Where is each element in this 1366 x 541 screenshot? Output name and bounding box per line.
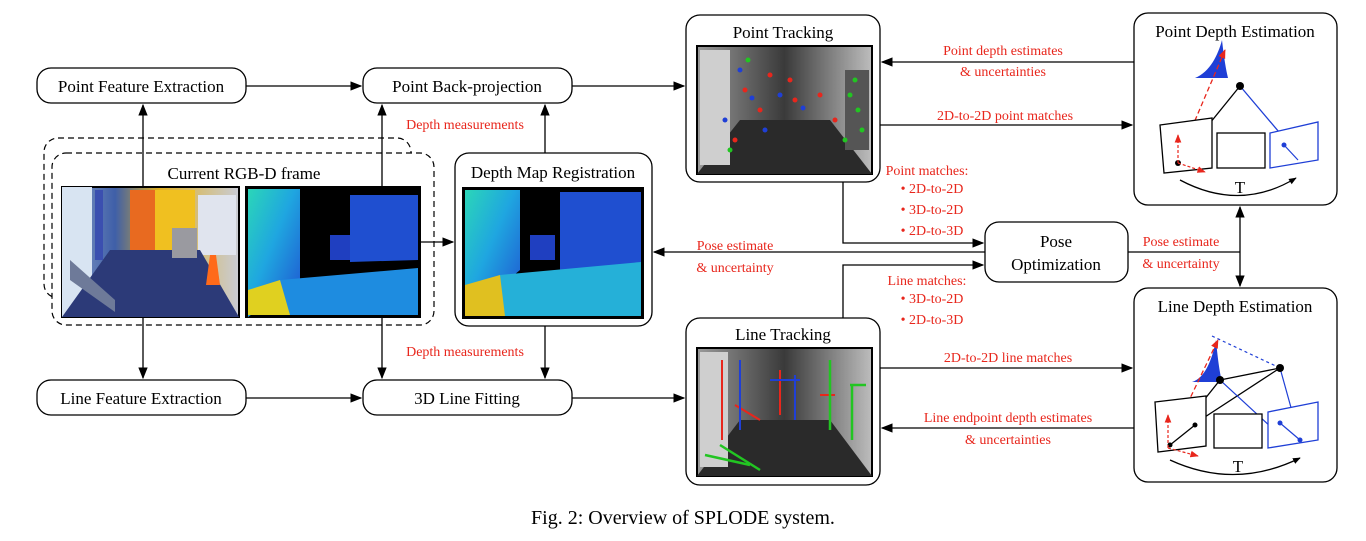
line-tracking-image	[696, 347, 873, 477]
figure-caption: Fig. 2: Overview of SPLODE system.	[531, 507, 835, 529]
line-endpoint-label-1: Line endpoint depth estimates	[924, 411, 1092, 426]
current-rgbd-frame-label: Current RGB-D frame	[168, 164, 321, 183]
point-matches-item-2: • 3D-to-2D	[901, 203, 964, 218]
point-tracking-label: Point Tracking	[733, 23, 834, 42]
rgb-image	[61, 186, 240, 318]
point-matches-title: Point matches:	[886, 164, 969, 179]
point-matches-item-3: • 2D-to-3D	[901, 224, 964, 239]
arrow-point-tracking-to-pose	[842, 182, 985, 248]
point-back-projection-label: Point Back-projection	[392, 77, 542, 96]
line-matches-title: Line matches:	[888, 274, 967, 289]
point-depth-estimation-box	[1133, 12, 1338, 206]
point-matches-2d2d-label: 2D-to-2D point matches	[937, 109, 1073, 124]
line-matches-2d2d-label: 2D-to-2D line matches	[944, 351, 1072, 366]
pose-estimate-right-label-1: Pose estimate	[1143, 235, 1220, 250]
pose-estimate-right-label-2: & uncertainty	[1142, 257, 1219, 272]
depth-image	[245, 186, 421, 318]
point-transform-label: T	[1235, 178, 1246, 197]
point-matches-item-1: • 2D-to-2D	[901, 182, 964, 197]
line-fitting-label: 3D Line Fitting	[414, 389, 520, 408]
line-depth-geometry-illustration: T	[1154, 335, 1319, 476]
line-depth-estimation-label: Line Depth Estimation	[1158, 297, 1313, 316]
line-transform-label: T	[1233, 457, 1244, 476]
point-feature-extraction-label: Point Feature Extraction	[58, 77, 225, 96]
pose-optimization-label-line1: Pose	[1040, 232, 1072, 251]
depth-measurements-top-label: Depth measurements	[406, 118, 524, 133]
depth-measurements-bottom-label: Depth measurements	[406, 345, 524, 360]
line-matches-item-2: • 2D-to-3D	[901, 313, 964, 328]
line-feature-extraction-label: Line Feature Extraction	[60, 389, 222, 408]
point-depth-label-1: Point depth estimates	[943, 44, 1063, 59]
registered-depth-image	[462, 187, 644, 319]
line-tracking-label: Line Tracking	[735, 325, 831, 344]
point-depth-geometry-illustration: T	[1159, 40, 1319, 197]
line-matches-item-1: • 3D-to-2D	[901, 292, 964, 307]
point-tracking-image	[696, 45, 873, 175]
arrow-line-tracking-to-pose	[842, 260, 985, 318]
pose-estimate-left-label-1: Pose estimate	[697, 239, 774, 254]
line-depth-estimation-box	[1133, 287, 1338, 483]
pose-estimate-left-label-2: & uncertainty	[696, 261, 773, 276]
line-endpoint-label-2: & uncertainties	[965, 433, 1051, 448]
depth-map-registration-label: Depth Map Registration	[471, 163, 636, 182]
pose-optimization-label-line2: Optimization	[1011, 255, 1101, 274]
point-depth-estimation-label: Point Depth Estimation	[1155, 22, 1315, 41]
point-depth-label-2: & uncertainties	[960, 65, 1046, 80]
